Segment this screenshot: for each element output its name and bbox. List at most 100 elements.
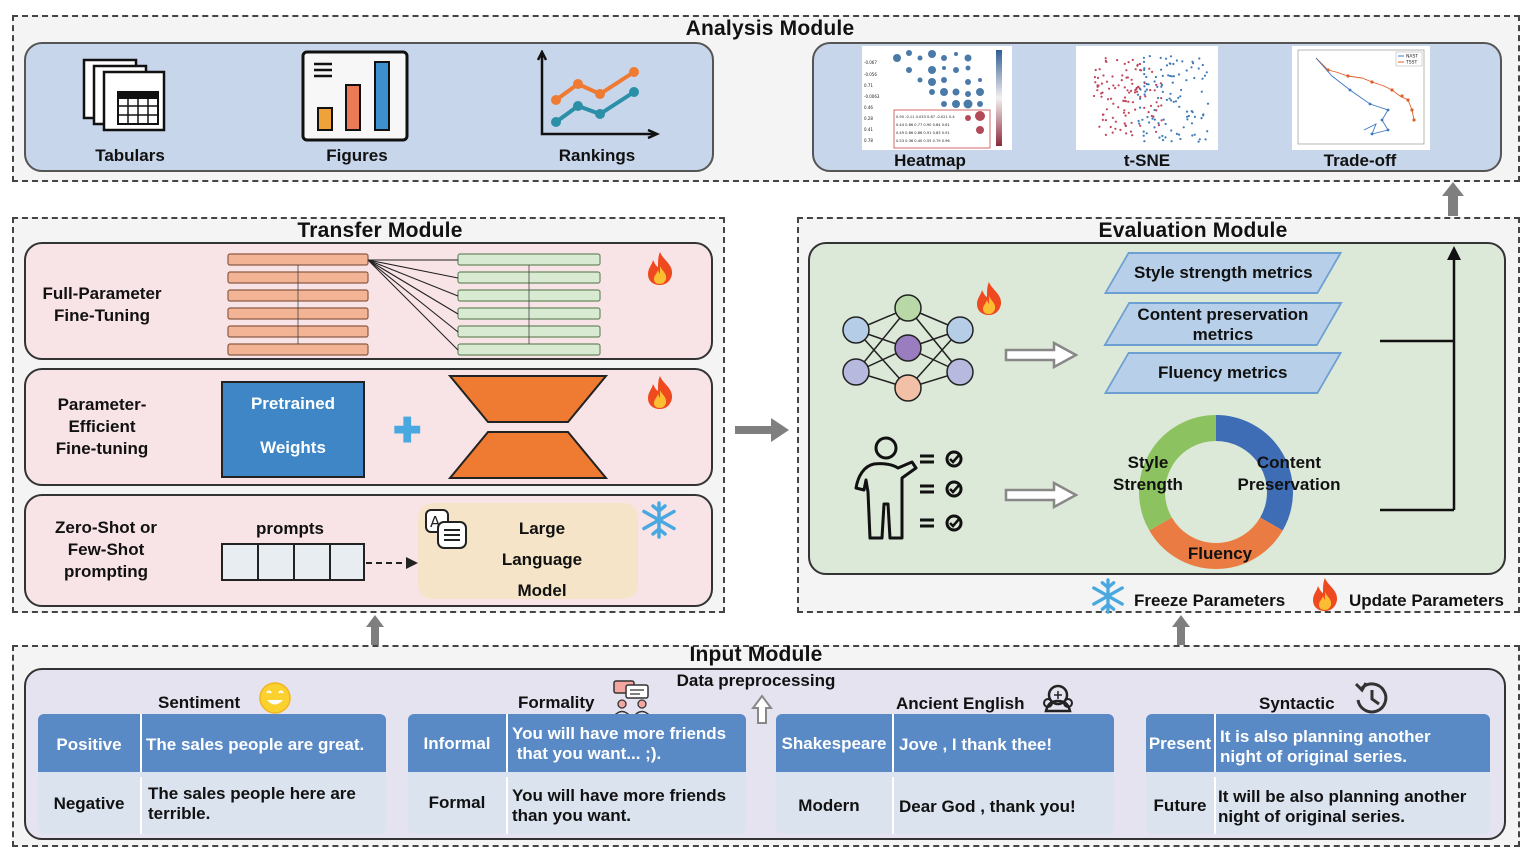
tsne-point <box>1104 119 1107 122</box>
tsne-point <box>1146 115 1149 119</box>
tsne-point <box>1094 68 1097 72</box>
tsne-point <box>1131 58 1134 61</box>
svg-text:-0.0063: -0.0063 <box>864 94 880 99</box>
tsne-label: t-SNE <box>1123 151 1171 170</box>
tsne-point <box>1153 89 1156 92</box>
tsne-point <box>1205 71 1208 74</box>
tsne-point <box>1109 125 1112 129</box>
tsne-point <box>1168 97 1171 100</box>
tsne-point <box>1131 101 1135 104</box>
syntactic-table: Present It is also planning another nigh… <box>1146 714 1490 834</box>
tsne-point <box>1129 130 1133 133</box>
legend-nast: NAST <box>1406 54 1418 60</box>
tsne-point <box>1159 56 1162 59</box>
tsne-point <box>1161 74 1164 77</box>
tsne-point <box>1130 78 1133 81</box>
ancient-modern-label: Modern <box>798 796 860 815</box>
tsne-point <box>1202 114 1205 117</box>
tsne-point <box>1169 74 1172 78</box>
sentiment-header: Sentiment <box>158 693 241 712</box>
donut-segment-content <box>1215 415 1293 531</box>
tsne-point <box>1128 91 1131 94</box>
tsne-point <box>1160 97 1163 100</box>
tsne-point <box>1119 128 1122 131</box>
tsne-point <box>1165 57 1168 60</box>
peft-panel <box>24 368 713 486</box>
tsne-point <box>1124 124 1127 127</box>
evaluation-module-title: Evaluation Module <box>1098 219 1288 242</box>
tsne-point <box>1121 74 1124 77</box>
line-chart-icon <box>536 50 660 140</box>
tsne-point <box>1104 57 1107 60</box>
tsne-point <box>1102 74 1105 77</box>
tsne-point <box>1172 62 1175 66</box>
tsne-point <box>1174 100 1178 103</box>
tsne-point <box>1138 122 1141 125</box>
tsne-point <box>1170 75 1173 78</box>
tsne-point <box>1145 88 1148 91</box>
syntactic-present-text: It is also planning another night of ori… <box>1220 727 1431 766</box>
tsne-point <box>1175 59 1178 62</box>
tsne-point <box>1139 106 1142 109</box>
legend-tsst: TSST <box>1405 60 1417 66</box>
fire-icon <box>1313 578 1338 611</box>
tsne-point <box>1192 62 1195 65</box>
tsne-point <box>1156 85 1159 88</box>
tsne-point <box>1155 101 1158 104</box>
human-evaluator-icon <box>854 436 963 540</box>
tsne-point <box>1111 75 1114 78</box>
pretrained-weights-box <box>221 381 365 478</box>
full-parameter-network <box>227 253 601 356</box>
tsne-point <box>1191 134 1194 137</box>
tsne-point <box>1139 97 1142 100</box>
tsne-point <box>1111 131 1114 134</box>
tsne-point <box>1143 67 1146 70</box>
tsne-point <box>1144 95 1147 98</box>
pretrained-weights-label: Pretrained Weights <box>250 394 336 457</box>
up-arrow-icon <box>1172 615 1190 645</box>
tsne-point <box>1172 75 1175 78</box>
table-row: Modern Dear God , thank you! <box>776 777 1114 834</box>
syntactic-header: Syntactic <box>1259 694 1335 713</box>
tsne-points <box>1092 55 1210 143</box>
tsne-point <box>1125 69 1128 72</box>
tsne-point <box>1145 132 1148 135</box>
tsne-point <box>1179 137 1182 141</box>
tsne-point <box>1177 133 1181 136</box>
up-arrow-icon <box>1442 182 1464 216</box>
prompts-label: prompts <box>256 519 324 538</box>
fire-icon <box>977 282 1002 315</box>
tsne-point <box>1153 108 1156 112</box>
tsne-point <box>1141 118 1144 121</box>
tsne-point <box>1179 95 1182 98</box>
peft-label: Parameter- Efficient Fine-tuning <box>55 395 149 458</box>
sentiment-negative-text: The sales people here are terrible. <box>148 784 356 823</box>
svg-text:0.46: 0.46 <box>864 105 873 110</box>
tsne-point <box>1139 95 1142 98</box>
tsne-point <box>1114 127 1117 130</box>
table-row: Positive The sales people are great. <box>38 714 386 772</box>
tsne-point <box>1148 121 1151 124</box>
tsne-point <box>1136 64 1139 67</box>
ancient-shakespeare-label: Shakespeare <box>781 734 887 753</box>
svg-text:0.44 0.86 0.77 0.90 0.84: 0.44 0.86 0.77 0.90 0.84 0.61 <box>896 123 950 127</box>
tsne-point <box>1137 119 1140 123</box>
tsne-point <box>1155 83 1158 86</box>
prompting-label: Zero-Shot or Few-Shot prompting <box>55 518 157 581</box>
tsne-point <box>1160 85 1163 88</box>
tsne-point <box>1160 104 1163 107</box>
tsne-point <box>1206 130 1209 133</box>
tsne-point <box>1142 134 1145 137</box>
tsne-point <box>1129 89 1133 92</box>
translate-icon: A <box>425 509 467 549</box>
tsne-point <box>1094 81 1097 84</box>
tsne-point <box>1122 111 1126 114</box>
content-preservation-metrics: Content preservation metrics <box>1103 302 1343 346</box>
tsne-point <box>1096 76 1100 80</box>
tsne-point <box>1161 134 1164 138</box>
tsne-point <box>1122 99 1125 102</box>
tsne-point <box>1147 83 1150 86</box>
tsne-point <box>1123 109 1126 112</box>
formality-informal-label: Informal <box>423 734 491 753</box>
formality-formal-label: Formal <box>428 793 486 812</box>
